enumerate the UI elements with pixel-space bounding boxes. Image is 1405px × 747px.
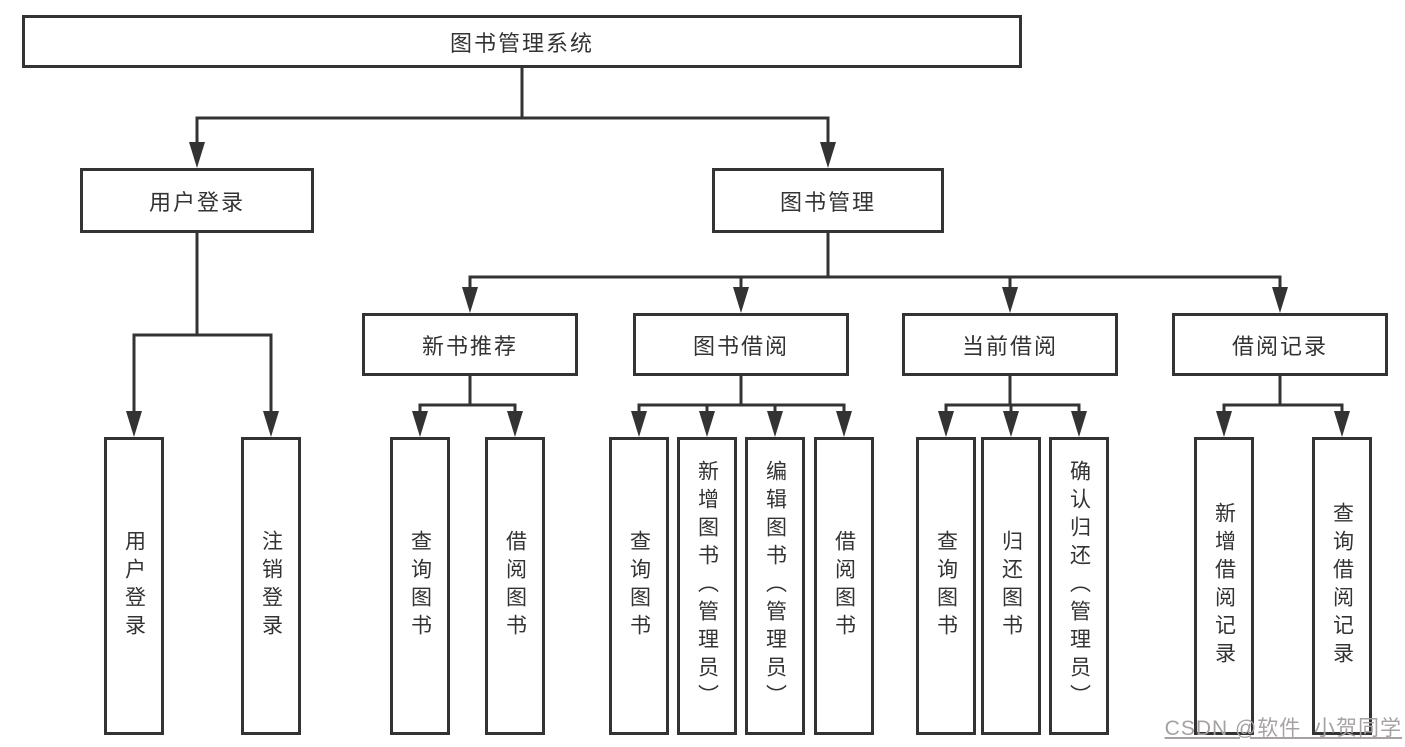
leaf-borrow-add-books-admin: 新增图书（管理员） [677,437,737,735]
leaf-newbook-borrow-books: 借阅图书 [485,437,545,735]
leaf-current-confirm-return-admin: 确认归还（管理员） [1049,437,1109,735]
leaf-borrow-query-books: 查询图书 [609,437,669,735]
leaf-borrow-borrow-books: 借阅图书 [814,437,874,735]
node-new-book-recommend: 新书推荐 [362,313,578,376]
arrowheads [126,142,1350,437]
leaf-current-query-books: 查询图书 [916,437,976,735]
csdn-watermark: CSDN @软件_小贺同学 [1164,717,1402,740]
leaf-records-query-record: 查询借阅记录 [1312,437,1372,735]
node-root-system: 图书管理系统 [22,15,1022,68]
node-book-management: 图书管理 [712,168,944,233]
leaf-records-add-record: 新增借阅记录 [1194,437,1254,735]
leaf-user-login: 用户登录 [104,437,164,735]
leaf-newbook-query-books: 查询图书 [390,437,450,735]
leaf-current-return-books: 归还图书 [981,437,1041,735]
node-borrow-records: 借阅记录 [1172,313,1388,376]
leaf-logout: 注销登录 [241,437,301,735]
node-user-login: 用户登录 [80,168,314,233]
leaf-borrow-edit-books-admin: 编辑图书（管理员） [745,437,805,735]
node-book-borrowing: 图书借阅 [633,313,849,376]
node-current-borrowing: 当前借阅 [902,313,1118,376]
